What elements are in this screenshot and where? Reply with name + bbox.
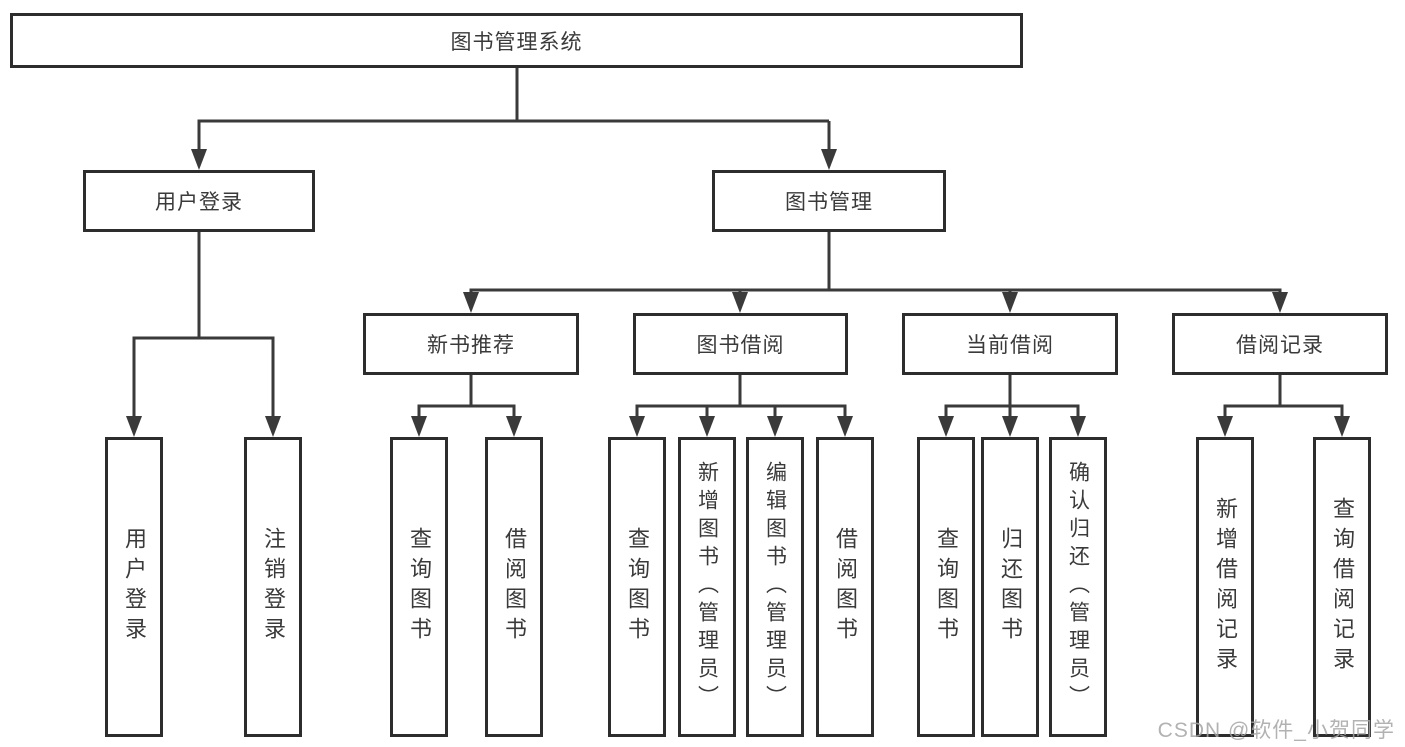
leaf-add-borrow-record: 新增借阅记录 (1196, 437, 1254, 737)
leaf-confirm-return-admin: 确认归还（管理员） (1049, 437, 1107, 737)
leaf-query-books: 查询图书 (608, 437, 666, 737)
node-book-borrow: 图书借阅 (633, 313, 848, 375)
csdn-watermark: CSDN @软件_小贺同学 (1157, 719, 1395, 742)
leaf-borrow-books: 借阅图书 (485, 437, 543, 737)
node-new-book-recommend: 新书推荐 (363, 313, 579, 375)
node-user-login: 用户登录 (83, 170, 315, 232)
leaf-add-book-admin: 新增图书（管理员） (678, 437, 736, 737)
leaf-return-books: 归还图书 (981, 437, 1039, 737)
node-borrow-records: 借阅记录 (1172, 313, 1388, 375)
leaf-query-borrow-record: 查询借阅记录 (1313, 437, 1371, 737)
node-root: 图书管理系统 (10, 13, 1023, 68)
leaf-logout: 注销登录 (244, 437, 302, 737)
leaf-query-books: 查询图书 (390, 437, 448, 737)
leaf-query-books: 查询图书 (917, 437, 975, 737)
leaf-edit-book-admin: 编辑图书（管理员） (746, 437, 804, 737)
node-book-management: 图书管理 (712, 170, 946, 232)
leaf-borrow-books: 借阅图书 (816, 437, 874, 737)
leaf-user-login: 用户登录 (105, 437, 163, 737)
node-current-borrow: 当前借阅 (902, 313, 1118, 375)
